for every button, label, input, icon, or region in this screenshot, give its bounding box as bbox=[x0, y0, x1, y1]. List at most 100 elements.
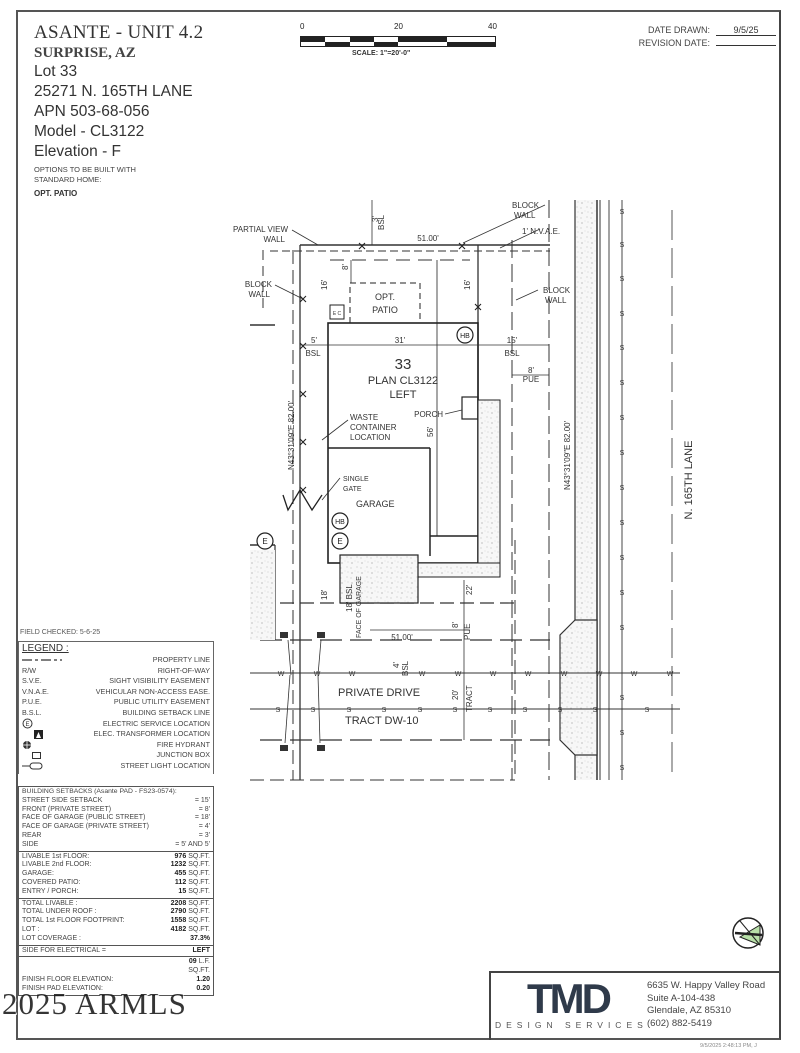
setback-row: FACE OF GARAGE (PRIVATE STREET)= 4' bbox=[22, 823, 210, 831]
finish-pad-row: FINISH PAD ELEVATION:0.20 bbox=[22, 984, 210, 992]
svg-text:W: W bbox=[278, 671, 285, 678]
watermark: 2025 ARMLS bbox=[2, 986, 187, 1021]
svg-text:GARAGE: GARAGE bbox=[356, 499, 395, 509]
scale-caption: SCALE: 1"=20'-0" bbox=[352, 50, 411, 57]
lot-number-label: 33 bbox=[395, 356, 412, 373]
svg-text:W: W bbox=[314, 671, 321, 678]
lot-bearing: N43°31'09"E 82.00' bbox=[563, 420, 572, 490]
svg-text:SINGLE: SINGLE bbox=[343, 476, 369, 483]
options-note: OPTIONS TO BE BUILT WITH STANDARD HOME: bbox=[34, 165, 136, 184]
svg-text:S: S bbox=[523, 707, 528, 714]
svg-text:S: S bbox=[488, 707, 493, 714]
legend-item: FIRE HYDRANT bbox=[22, 740, 210, 751]
date-drawn-label: DATE DRAWN: bbox=[648, 25, 710, 35]
svg-text:BSL: BSL bbox=[401, 660, 410, 676]
hose-bib-icon: HB bbox=[331, 512, 349, 530]
field-checked: FIELD CHECKED: 5-6-25 bbox=[20, 629, 101, 636]
svg-text:PUE: PUE bbox=[523, 375, 539, 384]
project-city: SURPRISE, AZ bbox=[34, 45, 136, 61]
neighbor-lot bbox=[250, 250, 276, 640]
scale-label-20: 20 bbox=[394, 22, 403, 31]
legend-item: V.N.A.E. VEHICULAR NON-ACCESS EASE. bbox=[22, 686, 210, 696]
svg-text:W: W bbox=[349, 671, 356, 678]
svg-text:S: S bbox=[593, 707, 598, 714]
apn: APN 503-68-056 bbox=[34, 103, 150, 120]
svg-text:8': 8' bbox=[528, 366, 534, 375]
svg-text:E C: E C bbox=[333, 311, 342, 317]
svg-text:3': 3' bbox=[371, 216, 380, 222]
svg-text:S: S bbox=[558, 707, 563, 714]
svg-text:S: S bbox=[620, 765, 625, 772]
north-arrow-icon bbox=[732, 917, 764, 949]
company-logo: TMD bbox=[527, 975, 612, 1022]
private-drive-label: PRIVATE DRIVE bbox=[338, 687, 420, 699]
svg-text:TRACT: TRACT bbox=[465, 685, 474, 712]
electric-service-icon: E bbox=[331, 532, 349, 550]
svg-text:PATIO: PATIO bbox=[372, 305, 398, 315]
svg-text:W: W bbox=[667, 671, 674, 678]
electric-service-icon: E bbox=[256, 532, 274, 550]
svg-text:S: S bbox=[620, 590, 625, 597]
property-lines bbox=[250, 200, 550, 781]
model: Model - CL3122 bbox=[34, 123, 145, 140]
dimensions: 51.00' 31' 5' 15' 8' 51.00' 3' BSL 8' 16… bbox=[287, 214, 572, 712]
svg-text:BSL: BSL bbox=[377, 214, 386, 230]
svg-text:WALL: WALL bbox=[514, 211, 536, 220]
finish-floor-row: FINISH FLOOR ELEVATION:1.20 bbox=[22, 975, 210, 983]
svg-text:W: W bbox=[561, 671, 568, 678]
street-bumpout bbox=[559, 619, 598, 756]
junction-box-icon bbox=[280, 632, 325, 751]
legend-item: ELEC. TRANSFORMER LOCATION bbox=[22, 729, 210, 740]
scale-label-0: 0 bbox=[300, 22, 305, 31]
svg-text:PUE: PUE bbox=[463, 624, 472, 640]
legend-item: PROPERTY LINE bbox=[22, 655, 210, 666]
svg-text:S: S bbox=[382, 707, 387, 714]
lot-bearing: N43°31'09"E 82.00' bbox=[287, 400, 296, 470]
svg-text:W: W bbox=[631, 671, 638, 678]
company-tagline: DESIGN SERVICES bbox=[495, 1020, 648, 1030]
total-row: LOT COVERAGE :37.3% bbox=[22, 934, 210, 942]
scale-label-40: 40 bbox=[488, 22, 497, 31]
svg-text:S: S bbox=[276, 707, 281, 714]
svg-text:W: W bbox=[596, 671, 603, 678]
svg-text:8': 8' bbox=[341, 264, 350, 270]
svg-text:E: E bbox=[25, 722, 29, 728]
project-title: ASANTE - UNIT 4.2 bbox=[34, 22, 204, 43]
date-block: DATE DRAWN: 9/5/25 REVISION DATE: bbox=[612, 25, 776, 51]
site-plan-labels: PARTIAL VIEW WALL BLOCK WALL BLOCK WALL … bbox=[233, 201, 571, 727]
svg-text:16': 16' bbox=[320, 279, 329, 290]
svg-text:W: W bbox=[490, 671, 497, 678]
svg-text:WALL: WALL bbox=[264, 235, 286, 244]
svg-text:BSL: BSL bbox=[504, 349, 520, 358]
svg-text:4': 4' bbox=[392, 662, 401, 668]
legend-item: E ELECTRIC SERVICE LOCATION bbox=[22, 719, 210, 730]
setback-row: FRONT (PRIVATE STREET)= 8' bbox=[22, 805, 210, 813]
svg-text:S: S bbox=[620, 209, 625, 216]
svg-text:PARTIAL VIEW: PARTIAL VIEW bbox=[233, 225, 288, 234]
hose-bib-icon: HB bbox=[456, 326, 474, 344]
svg-text:S: S bbox=[347, 707, 352, 714]
svg-text:22': 22' bbox=[465, 584, 474, 595]
svg-text:S: S bbox=[620, 520, 625, 527]
electric-service-icon: E bbox=[22, 718, 33, 729]
street-light-icon bbox=[22, 762, 43, 770]
svg-text:1' N.V.A.E.: 1' N.V.A.E. bbox=[522, 227, 560, 236]
date-drawn-value: 9/5/25 bbox=[716, 25, 776, 36]
svg-text:BSL: BSL bbox=[305, 349, 321, 358]
setback-row: REAR= 3' bbox=[22, 831, 210, 839]
svg-text:5': 5' bbox=[311, 336, 317, 345]
svg-text:CONTAINER: CONTAINER bbox=[350, 423, 397, 432]
legend-item: STREET LIGHT LOCATION bbox=[22, 761, 210, 772]
lot-data-tables: BUILDING SETBACKS (Asante PAD - FS23-057… bbox=[18, 786, 214, 996]
legend: LEGEND : PROPERTY LINE R/W RIGHT-OF-WAY … bbox=[18, 641, 214, 774]
fire-hydrant-icon bbox=[23, 741, 31, 750]
company-phone: (602) 882-5419 bbox=[647, 1017, 712, 1029]
lot-number: Lot 33 bbox=[34, 63, 78, 80]
